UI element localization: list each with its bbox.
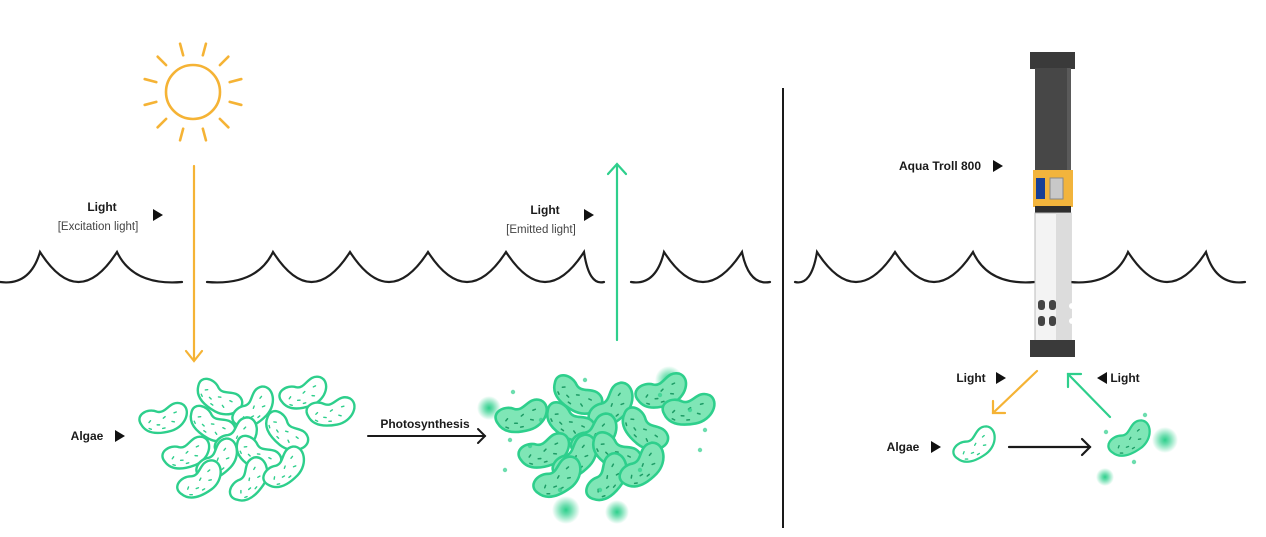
fluorescence-dot [527,443,533,449]
fluorescence-dot [1103,429,1109,435]
pointer-triangle-icon [1097,372,1107,384]
sun-ray [178,127,185,142]
algae-cell [494,398,549,434]
excitation-light-title: Light [87,200,116,214]
pointer-triangle-icon [993,160,1003,172]
pointer-triangle-icon [931,441,941,453]
sensor-excitation-arrow [991,369,1039,415]
sensor-emission-arrow [1066,372,1112,419]
wave-segment [629,249,772,284]
algae-cell [952,425,996,463]
pointer-triangle-icon [153,209,163,221]
light-out-label: Light [956,371,985,385]
single-algae-pair [952,412,1151,465]
photosynthesis-arrow [367,428,487,444]
emitted-light-subtitle: [Emitted light] [506,224,576,236]
light-in-label: Light [1110,371,1139,385]
algae-cell [278,375,328,410]
sun-ray [228,77,243,84]
emitted-light-arrow [606,162,628,342]
emitted-light-title: Light [530,203,559,217]
fluorescence-dot [1131,459,1137,465]
sun-ray [156,55,168,67]
fluorescence-dot [507,437,513,443]
algae-cell [532,455,582,499]
glow-particle [552,496,580,524]
algae-cell [265,409,310,452]
fluorescence-dot [502,467,508,473]
algae-cell [176,459,222,499]
excitation-light-subtitle: [Excitation light] [58,221,139,233]
wave-segment [1068,249,1247,284]
aqua-troll-800-sensor [1030,52,1075,357]
photosynthesis-label: Photosynthesis [380,417,470,431]
water-surface [0,248,1247,284]
algae-cell [138,401,189,435]
sun-ray [218,117,230,129]
sun-ray [201,42,208,57]
glow-particle [1152,427,1178,453]
wave-segment [793,249,1037,284]
wave-segment [205,248,606,284]
fluorescence-dot [582,377,588,383]
fluorescence-dot [510,389,516,395]
algae-cell [621,406,670,451]
glow-particle [605,500,629,524]
wave-segment [0,249,184,284]
algae-cluster-after [494,372,716,502]
algae-cell [228,456,269,502]
fluorescence-dot [697,447,703,453]
sun-ray [201,127,208,142]
algae-cell [545,401,597,442]
sensor-label: Aqua Troll 800 [899,159,981,173]
transition-arrow [1007,437,1092,457]
algae-cell [262,445,306,489]
algae-cell [1107,419,1151,457]
algae-cell [189,404,237,443]
pointer-triangle-icon [115,430,125,442]
algae-cell [161,435,211,470]
fluorescence-dot [657,392,663,398]
pointer-triangle-icon [584,209,594,221]
algae-cell [585,452,628,502]
algae-cell [618,441,665,488]
fluorescence-dot [557,487,563,493]
sun-icon [143,42,243,142]
glow-particle [1096,468,1114,486]
fluorescence-dot [597,487,603,493]
sun-ray [228,100,243,107]
sun-ray [156,117,168,129]
algae-cluster-before [138,375,356,502]
algae-label: Algae [71,429,104,443]
excitation-light-arrow [184,164,204,363]
fluorescence-dot [637,467,643,473]
fluorescence-dot [687,407,693,413]
sun-ray [178,42,185,57]
algae-cell [305,396,356,427]
fluorescence-dot [538,417,544,423]
algae-cell [196,377,244,416]
algae-label: Algae [887,440,920,454]
fluorescence-dot [702,427,708,433]
sun-ray [143,77,158,84]
pointer-triangle-icon [996,372,1006,384]
sun-ray [218,55,230,67]
sun-ray [143,100,158,107]
fluorescence-dot [1142,412,1148,418]
